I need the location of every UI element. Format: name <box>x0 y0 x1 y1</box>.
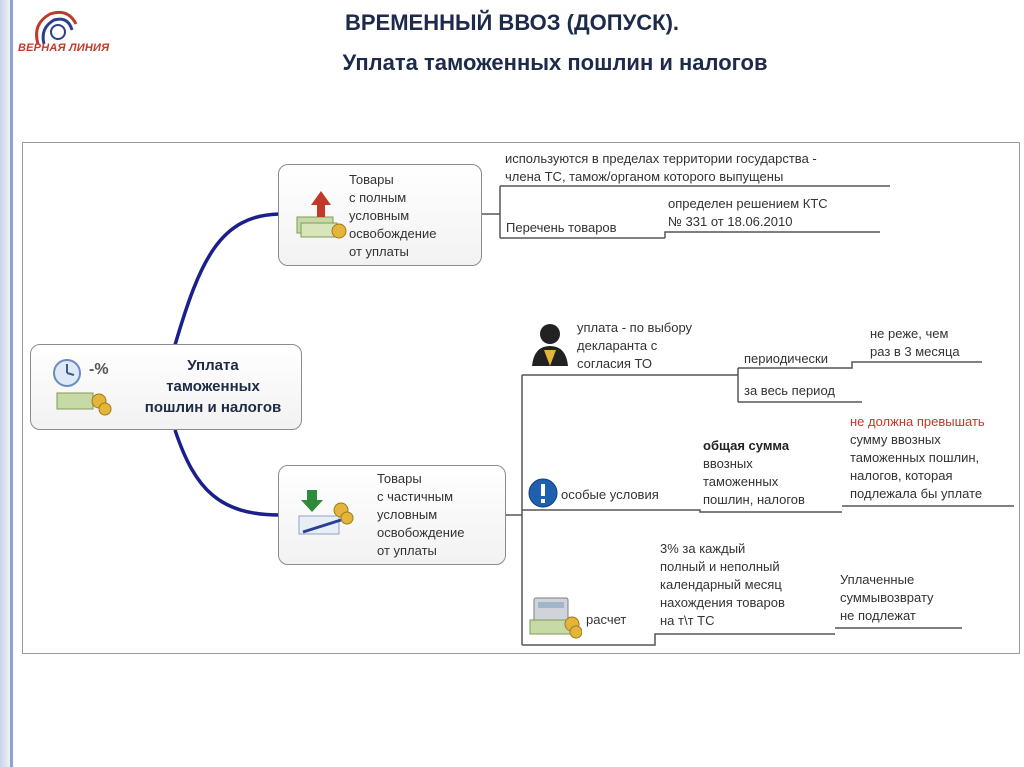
payment-choice-label: уплата - по выбору декларанта с согласия… <box>577 320 693 371</box>
limit-detail: сумму ввозных таможенных пошлин, налогов… <box>850 432 983 501</box>
underline-special <box>522 509 842 513</box>
limit-warning: не должна превышать <box>850 414 985 429</box>
left-decor-stripe <box>10 0 13 767</box>
exclamation-icon <box>528 478 558 508</box>
logo-text: ВЕРНАЯ ЛИНИЯ <box>18 42 110 54</box>
central-label: Уплата таможенных пошлин и налогов <box>144 357 282 416</box>
person-icon <box>532 324 568 366</box>
total-sum-label: общая сумма <box>703 438 790 453</box>
goods-list-value: определен решением КТС № 331 от 18.06.20… <box>668 196 828 229</box>
periodic-detail: не реже, чем раз в 3 месяца <box>870 326 960 359</box>
central-node: -% Уплата таможенных пошлин и налогов <box>30 344 302 430</box>
special-conditions-label: особые условия <box>561 487 659 502</box>
underline-calc <box>522 633 835 646</box>
logo-icon <box>35 10 78 45</box>
left-decor-bar <box>0 0 14 767</box>
calculation-detail: 3% за каждый полный и неполный календарн… <box>660 541 785 628</box>
total-sum-rest: ввозных таможенных пошлин, налогов <box>703 456 805 507</box>
percent-symbol: -% <box>89 361 109 378</box>
branch-line-full <box>173 212 281 346</box>
partial-exemption-node: Товары с частичным условным освобождение… <box>278 465 506 565</box>
pen-money-icon <box>298 490 354 535</box>
page-title: ВРЕМЕННЫЙ ВВОЗ (ДОПУСК). <box>344 10 680 35</box>
not-refundable-note: Уплаченные суммывозврату не подлежат <box>840 572 934 623</box>
full-exemption-node: Товары с полным условным освобождение от… <box>278 164 482 266</box>
full-exemption-label: Товары с полным условным освобождение от… <box>349 172 437 259</box>
periodic-label: периодически <box>744 351 829 366</box>
branch-line-partial <box>173 429 281 517</box>
calculation-label: расчет <box>586 612 627 627</box>
whole-period-label: за весь период <box>744 383 835 398</box>
money-arrow-up-icon <box>296 191 347 239</box>
goods-list-label: Перечень товаров <box>506 220 617 235</box>
partial-exemption-label: Товары с частичным условным освобождение… <box>377 471 465 558</box>
underline-list-value <box>664 231 880 238</box>
calculator-icon <box>529 597 582 639</box>
page-subtitle: Уплата таможенных пошлин и налогов <box>342 50 768 75</box>
clock-money-icon <box>53 359 112 416</box>
territory-note: используются в пределах территории госуд… <box>505 151 817 184</box>
underline-periodic <box>738 361 982 369</box>
